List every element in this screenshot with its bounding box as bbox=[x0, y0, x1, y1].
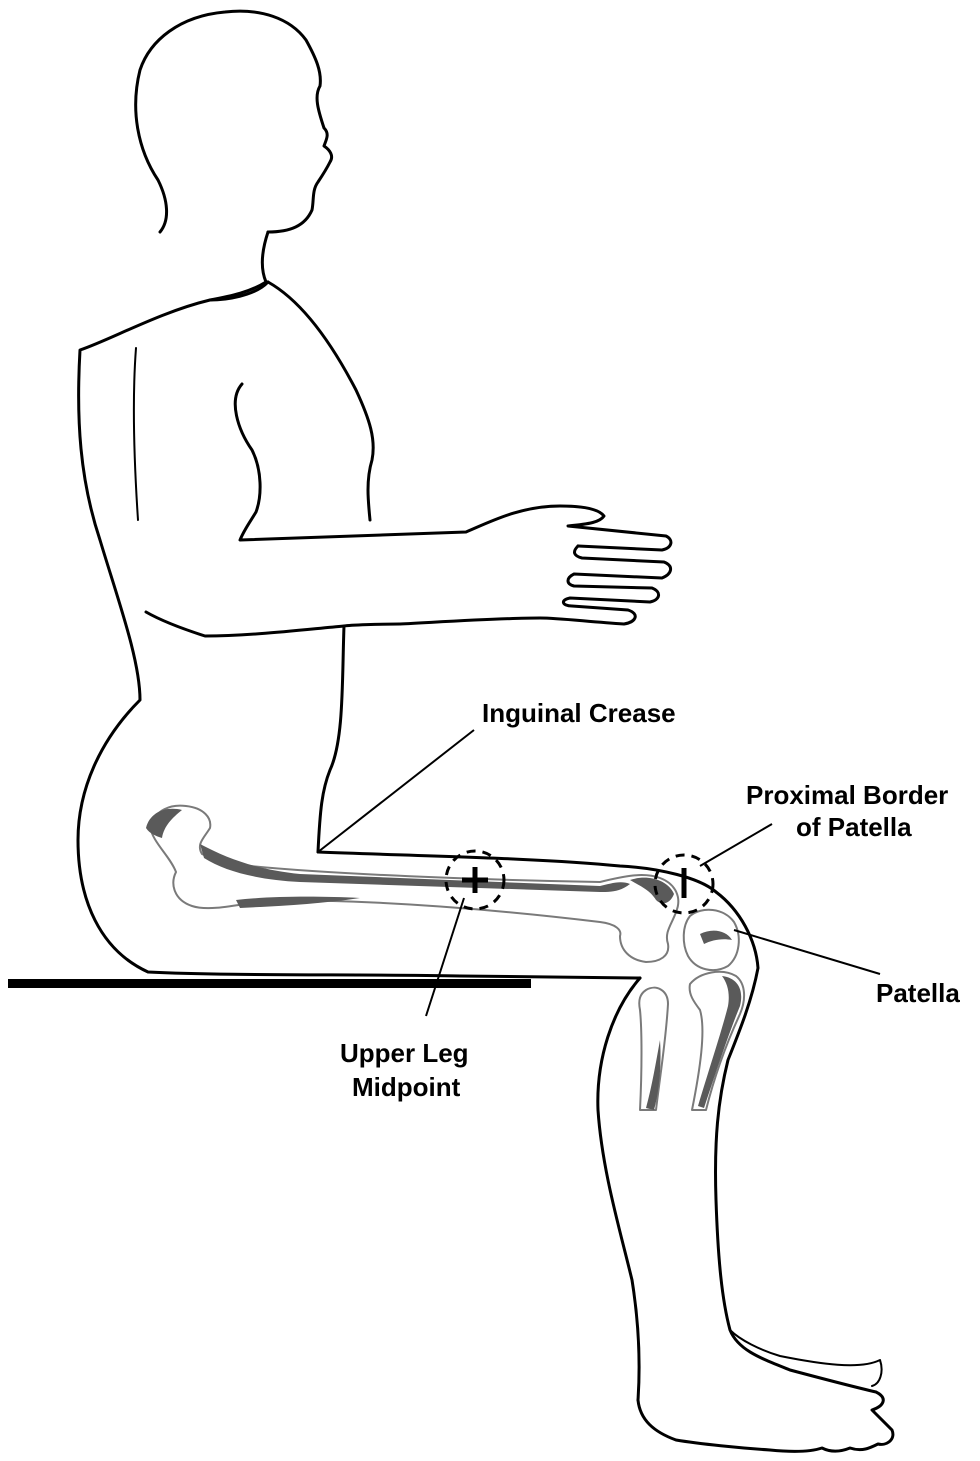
chest-outline bbox=[268, 282, 373, 520]
proximal-border-label-line2: of Patella bbox=[796, 812, 912, 842]
upper-arm-outline bbox=[235, 384, 671, 550]
fingers-outline bbox=[400, 546, 671, 624]
rear-foot-outline bbox=[730, 1330, 882, 1386]
upper-leg-midpoint-leader bbox=[426, 898, 464, 1016]
femur-lower-shading bbox=[236, 897, 360, 908]
patella-label: Patella bbox=[876, 978, 960, 1008]
upper-leg-label-line1: Upper Leg bbox=[340, 1038, 469, 1068]
inguinal-crease-leader bbox=[318, 730, 474, 852]
inguinal-crease-label: Inguinal Crease bbox=[482, 698, 676, 728]
proximal-border-label-line1: Proximal Border bbox=[746, 780, 948, 810]
seat-surface bbox=[8, 979, 531, 988]
head-torso-outline bbox=[78, 232, 640, 978]
upper-leg-label-line2: Midpoint bbox=[352, 1072, 461, 1102]
lower-leg-back-outline bbox=[598, 978, 640, 1400]
back-contour-line bbox=[134, 348, 138, 520]
lower-leg-front-outline bbox=[638, 892, 893, 1451]
head-outline bbox=[136, 11, 332, 232]
abdomen-line bbox=[318, 626, 344, 852]
forearm-underside bbox=[146, 612, 400, 636]
proximal-border-leader bbox=[700, 824, 772, 866]
